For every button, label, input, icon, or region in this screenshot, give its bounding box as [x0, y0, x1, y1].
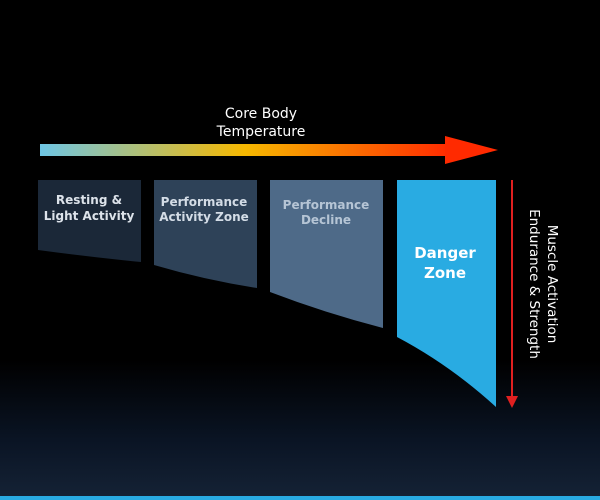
muscle-label-line1: Muscle Activation — [544, 225, 560, 344]
muscle-activation-arrow — [506, 180, 518, 408]
temperature-label-line1: Core Body — [225, 106, 297, 122]
zone-danger-label-line2: Zone — [424, 264, 466, 282]
bottom-accent-bar — [0, 496, 600, 500]
zone-performance-activity-shape — [154, 180, 257, 288]
zone-resting-label-line2: Light Activity — [44, 209, 135, 223]
temperature-arrow-head — [445, 136, 498, 164]
temperature-arrow-shaft — [40, 144, 450, 156]
zone-danger-label-line1: Danger — [414, 244, 476, 262]
temperature-label-line2: Temperature — [216, 124, 306, 140]
zone-performance-decline-label-line1: Performance — [283, 198, 370, 212]
zone-performance-decline-shape — [270, 180, 383, 328]
zone-resting-shape — [38, 180, 141, 262]
muscle-arrow-head — [506, 396, 518, 408]
muscle-label-line2: Endurance & Strength — [526, 209, 542, 359]
zone-performance-activity-label-line1: Performance — [161, 195, 248, 209]
zone-performance-activity-label-line2: Activity Zone — [159, 210, 249, 224]
zone-danger-shape — [397, 180, 496, 407]
zone-resting-label-line1: Resting & — [56, 193, 122, 207]
core-temperature-arrow — [40, 136, 498, 164]
zone-performance-decline-label-line2: Decline — [301, 213, 351, 227]
